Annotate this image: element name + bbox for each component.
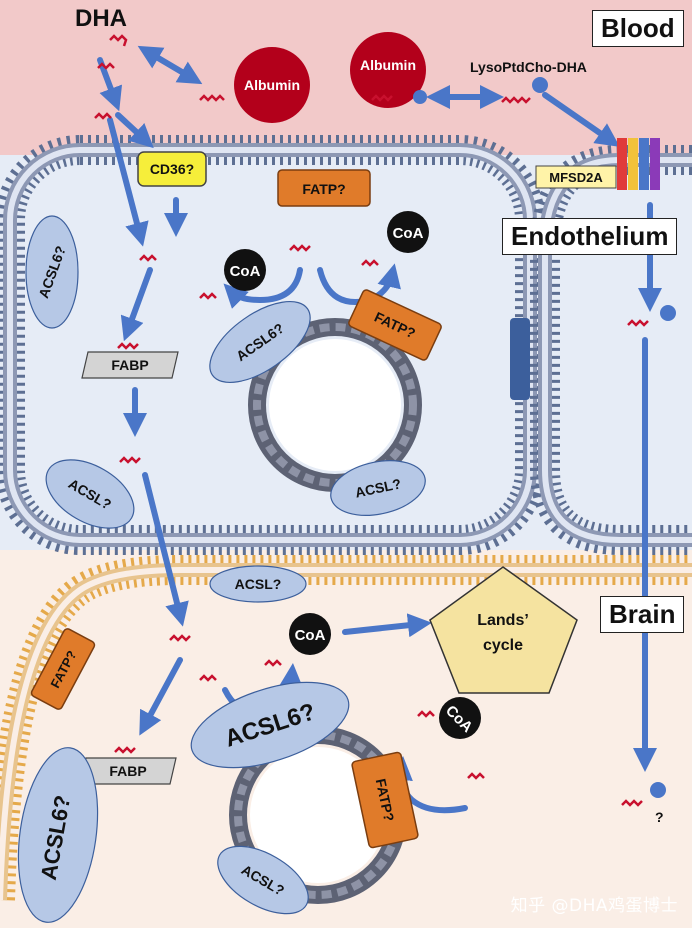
svg-text:CD36?: CD36?	[150, 161, 194, 177]
lands-cycle: Lands’ cycle	[429, 566, 578, 694]
mfsd2a-transporter: MFSD2A	[535, 138, 660, 190]
svg-text:CoA: CoA	[295, 627, 326, 644]
lysoptdcho-headgroup-endo	[660, 305, 676, 321]
acsl-endothelium-membrane: ACSL?	[45, 459, 135, 529]
svg-text:cycle: cycle	[483, 637, 523, 654]
albumin-right: Albumin	[350, 32, 427, 108]
coa-2: CoA	[387, 211, 429, 253]
acsl6-endothelium-er: ACSL6?	[209, 300, 311, 384]
albumin-left: Albumin	[234, 47, 310, 123]
unknown-fate-label: ?	[655, 809, 664, 825]
svg-text:Albumin: Albumin	[360, 57, 416, 73]
svg-text:FABP: FABP	[109, 763, 146, 779]
fatp-membrane-endothelium: FATP?	[277, 169, 371, 207]
lysoptdcho-headgroup-brain	[650, 782, 666, 798]
fatp-brain-er: FATP?	[351, 751, 419, 849]
acsl-brain-membrane: ACSL?	[209, 565, 307, 603]
brain-label: Brain	[600, 596, 685, 633]
acsl6-brain-membrane: ACSL6?	[17, 747, 99, 923]
acsl6-brain-er: ACSL6?	[190, 681, 350, 769]
lysoptdcho-headgroup	[532, 77, 548, 93]
arrows	[97, 45, 662, 814]
fatp-brain-membrane: FATP?	[30, 628, 96, 710]
blood-label: Blood	[592, 10, 684, 47]
coa-3: CoA	[289, 613, 331, 655]
fatp-endothelium-er: FATP?	[348, 289, 442, 361]
svg-text:FABP: FABP	[111, 357, 148, 373]
svg-text:CoA: CoA	[393, 225, 424, 242]
lysoptdcho-dha-label: LysoPtdCho-DHA	[470, 59, 587, 75]
svg-text:MFSD2A: MFSD2A	[549, 170, 603, 185]
svg-text:Lands’: Lands’	[477, 612, 529, 629]
coa-4: CoA	[439, 697, 481, 739]
svg-text:ACSL?: ACSL?	[235, 576, 282, 592]
cd36-transporter: CD36?	[137, 151, 207, 187]
dha-label: DHA	[75, 5, 127, 32]
fabp-endothelium: FABP	[81, 351, 179, 379]
watermark: 知乎 @DHA鸡蛋博士	[510, 896, 678, 916]
endothelium-label: Endothelium	[502, 218, 678, 255]
svg-text:Albumin: Albumin	[244, 77, 300, 93]
fabp-brain: FABP	[79, 757, 177, 785]
tight-junction	[510, 318, 530, 400]
acsl6-endothelium-membrane: ACSL6?	[25, 215, 79, 329]
svg-text:CoA: CoA	[230, 263, 261, 280]
acsl-endothelium-er: ACSL?	[330, 460, 426, 516]
coa-1: CoA	[224, 249, 266, 291]
svg-text:FATP?: FATP?	[302, 181, 345, 197]
acsl-brain-er: ACSL?	[217, 845, 309, 915]
dha-molecules	[94, 34, 649, 807]
